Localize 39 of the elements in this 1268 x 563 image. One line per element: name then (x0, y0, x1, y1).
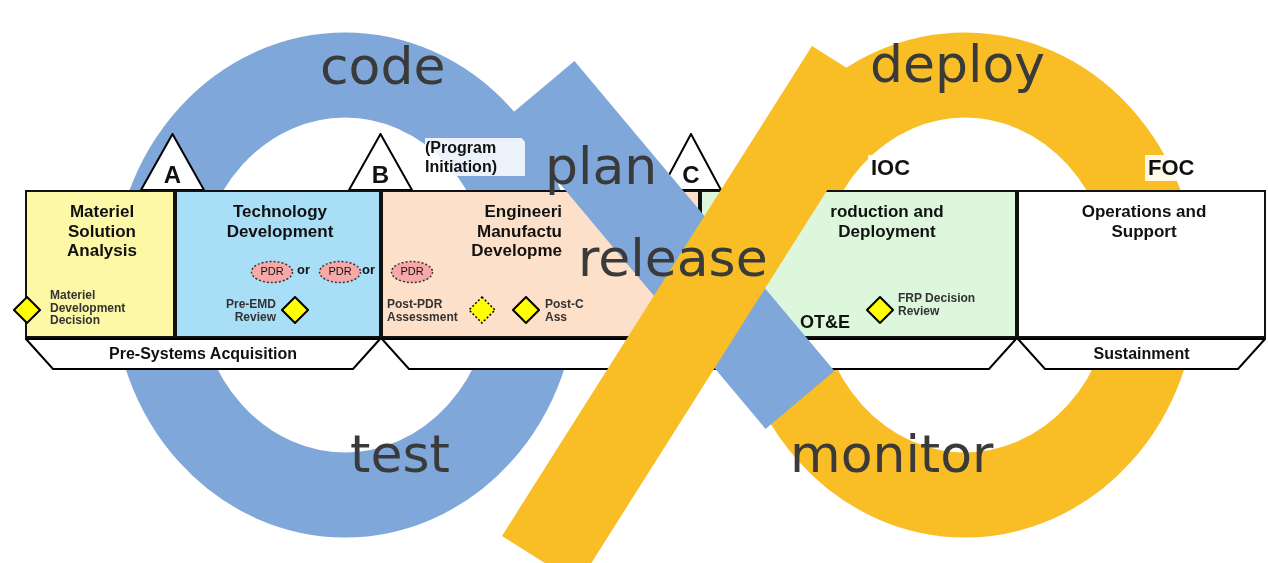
loop-stage-word: release (578, 232, 768, 284)
milestone-label: or (362, 262, 375, 277)
loop-stage-word: code (320, 40, 446, 92)
review-label: PDR (259, 265, 285, 278)
milestone-label: or (297, 262, 310, 277)
decision-diamond (512, 296, 540, 324)
phase-title: roduction and Deployment (829, 202, 945, 242)
loop-stage-word: monitor (790, 428, 994, 480)
loop-stage-word: test (350, 428, 450, 480)
band-label: Pre-Systems Acquisition (108, 345, 298, 364)
phase-title: Materiel Solution Analysis (66, 202, 138, 261)
band-label: Sustainment (1092, 345, 1191, 364)
phase-title: Operations and Support (1080, 202, 1208, 242)
phase-band (25, 338, 381, 370)
decision-diamond (281, 296, 309, 324)
milestone-caption: FRP Decision Review (898, 292, 977, 318)
review-ellipse (250, 260, 294, 284)
milestone-caption: (Program Initiation) (425, 138, 525, 177)
milestone-caption: Post-C Ass (545, 298, 585, 324)
milestone-caption: Materiel Development Decision (50, 289, 127, 327)
decision-diamond (468, 296, 496, 324)
review-label: PDR (399, 265, 425, 278)
milestone-triangle (140, 133, 205, 190)
milestone-caption: Post-PDR Assessment (387, 298, 459, 324)
phase-title: Technology Development (225, 202, 335, 242)
milestone-letter: B (370, 161, 391, 189)
review-ellipse (318, 260, 362, 284)
review-label: PDR (327, 265, 353, 278)
milestone-letter: C (681, 161, 701, 189)
decision-diamond (866, 296, 894, 324)
milestone-label: OT&E (800, 312, 850, 333)
review-ellipse (390, 260, 434, 284)
phase-box (25, 190, 175, 338)
phase-box (175, 190, 381, 338)
milestone-caption: Pre-EMD Review (225, 298, 276, 324)
phase-title: Engineeri Manufactu Developme (470, 202, 562, 261)
milestone-triangle (348, 133, 413, 190)
decision-diamond (13, 296, 41, 324)
milestone-letter: A (162, 161, 183, 189)
